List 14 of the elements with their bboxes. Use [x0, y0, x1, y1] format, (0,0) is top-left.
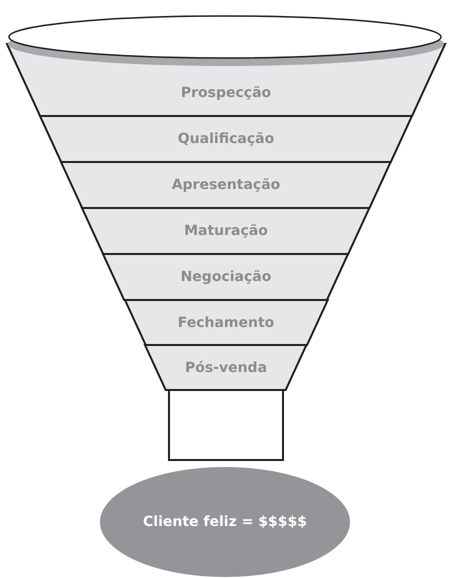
stage-label: Pós-venda: [184, 360, 268, 376]
stage-label: Prospecção: [180, 85, 272, 101]
stage-label: Fechamento: [178, 314, 274, 330]
funnel-stage: [82, 208, 370, 254]
stage-label: Negociação: [180, 269, 272, 285]
funnel-stage: [103, 254, 348, 300]
funnel-stage: [40, 116, 412, 162]
funnel-stage: [145, 345, 307, 390]
stage-label: Qualificação: [178, 131, 274, 147]
funnel-stage: [124, 300, 328, 345]
stage-label: Maturação: [184, 223, 268, 239]
stage-label: Apresentação: [172, 177, 280, 193]
funnel-stage: [61, 162, 391, 208]
result-label: Cliente feliz = $$$$$: [143, 514, 307, 530]
